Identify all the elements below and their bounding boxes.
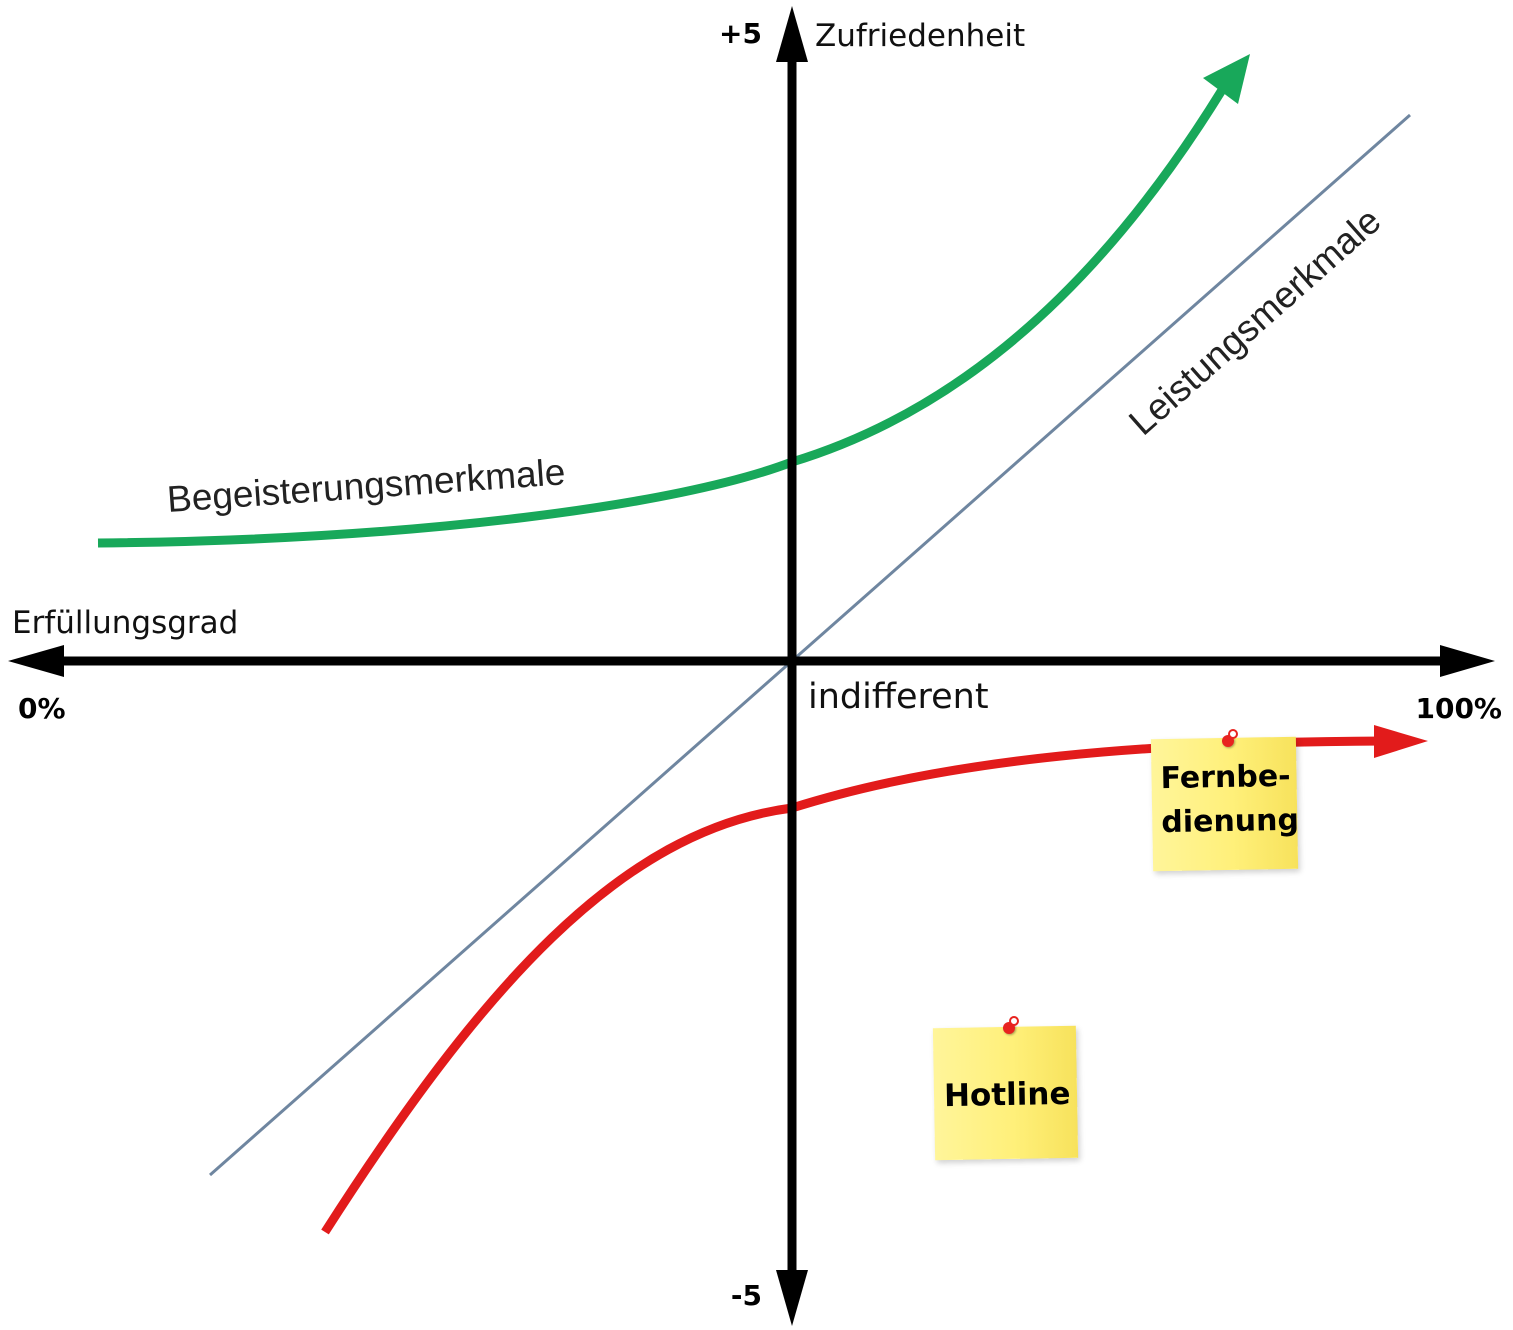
y-top-label: +5 [719,17,762,50]
pushpin-icon [1003,1016,1019,1034]
note-text: Fernbe- dienung [1160,758,1300,841]
x-right-label: 100% [1415,692,1502,725]
note-text: Hotline [943,1075,1071,1115]
performance-label: Leistungsmerkmale [1121,200,1388,443]
excitement-arrowhead [1203,54,1250,104]
sticky-note-fernbedienung[interactable]: Fernbe- dienung [1150,736,1300,872]
x-axis-title: Erfüllungsgrad [12,605,238,641]
sticky-note-hotline[interactable]: Hotline [932,1025,1079,1161]
excitement-label: Begeisterungsmerkmale [166,451,567,520]
y-bottom-label: -5 [731,1279,762,1312]
performance-curve [209,113,1411,1177]
basic-arrowhead [1374,725,1428,758]
y-axis-title: Zufriedenheit [815,18,1025,54]
y-axis-top-arrow [776,6,808,62]
pushpin-icon [1222,729,1238,747]
x-axis-left-arrow [8,645,64,677]
x-axis-right-arrow [1440,645,1495,677]
x-left-label: 0% [18,692,66,725]
origin-label: indifferent [808,677,989,717]
y-axis-bottom-arrow [776,1270,808,1326]
